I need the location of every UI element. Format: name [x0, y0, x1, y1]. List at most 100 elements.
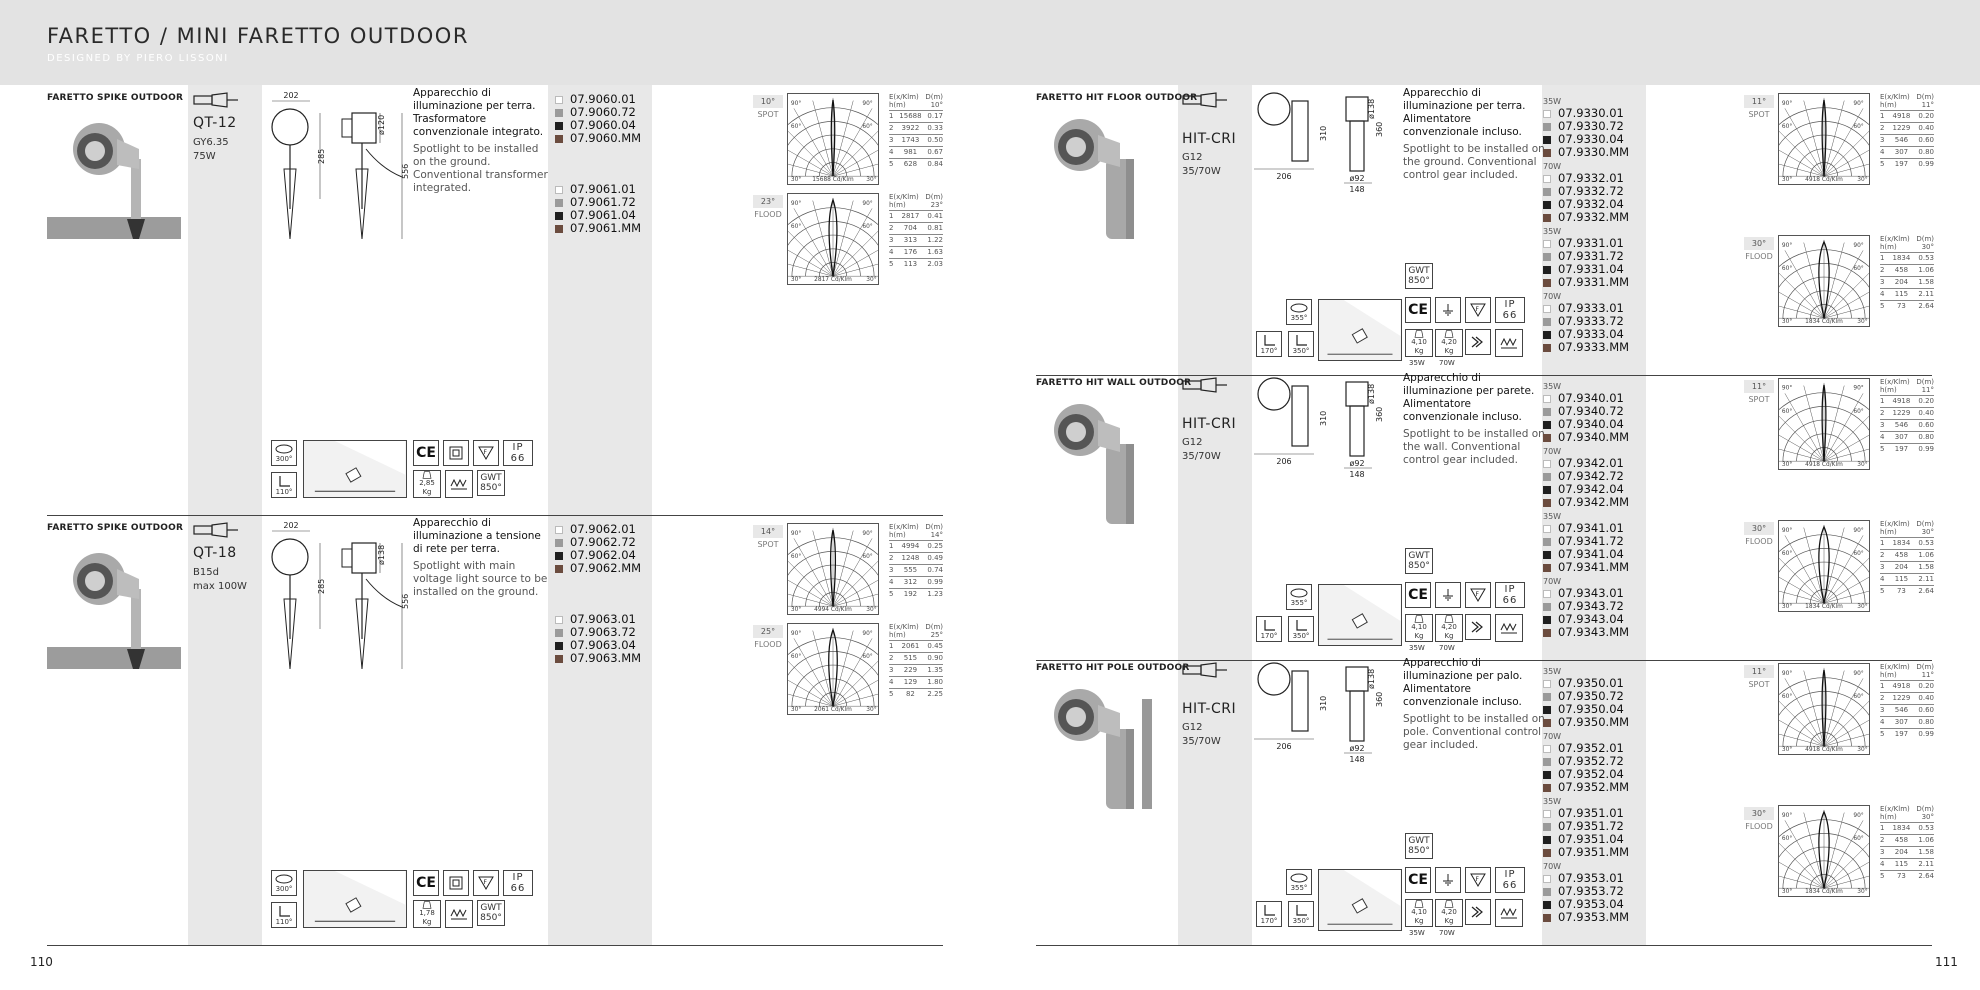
polar-diagram: 90°90°60°60°30°30°15688 Cd/Klm	[787, 93, 879, 185]
weight-wattage-label: 35W	[1409, 929, 1425, 937]
svg-text:90°: 90°	[862, 101, 872, 107]
product-name: FARETTO HIT POLE OUTDOOR	[1036, 663, 1190, 673]
finish-swatch	[1543, 628, 1551, 637]
lamp-column-bg-right	[1178, 85, 1252, 945]
svg-text:310: 310	[1319, 411, 1328, 426]
product-code: 07.9061.72	[555, 196, 641, 209]
svg-text:ø138: ø138	[1367, 384, 1376, 404]
finish-swatch	[1543, 394, 1551, 403]
beam-label: 23°FLOOD	[753, 195, 783, 219]
product-photo	[1054, 119, 1134, 239]
svg-text:1834 Cd/Klm: 1834 Cd/Klm	[1805, 604, 1843, 610]
svg-text:60°: 60°	[1782, 836, 1792, 842]
svg-text:30°: 30°	[1782, 462, 1792, 468]
svg-text:206: 206	[1276, 172, 1291, 181]
product-code: 07.9331.01	[1543, 237, 1629, 250]
product-code: 07.9063.04	[555, 639, 641, 652]
finish-swatch	[1543, 809, 1551, 818]
svg-text:30°: 30°	[791, 607, 801, 613]
product-code: 07.9330.04	[1543, 133, 1629, 146]
svg-text:60°: 60°	[791, 224, 801, 230]
weight-wattage-label: 70W	[1439, 644, 1455, 652]
svg-text:90°: 90°	[1782, 813, 1792, 819]
wattage-label: 35W	[1543, 97, 1562, 106]
beam-label: 30°FLOOD	[1744, 807, 1774, 831]
svg-text:90°: 90°	[1853, 813, 1863, 819]
product-code: 07.9062.01	[555, 523, 641, 536]
finish-swatch	[1543, 200, 1551, 209]
lamp-type-icon	[1182, 92, 1227, 108]
product-code: 07.9061.01	[555, 183, 641, 196]
svg-text:202: 202	[283, 91, 298, 100]
svg-text:90°: 90°	[862, 631, 872, 637]
product-code: 07.9060.72	[555, 106, 641, 119]
weight-icon: 4,20 Kg	[1435, 329, 1463, 357]
svg-text:F: F	[484, 879, 488, 886]
product-photo	[47, 123, 181, 239]
svg-text:30°: 30°	[1857, 747, 1867, 753]
svg-text:90°: 90°	[862, 201, 872, 207]
tilt-icon: 350°	[1288, 331, 1314, 357]
svg-text:F: F	[1476, 876, 1480, 883]
weight-icon: 1,78 Kg	[413, 900, 441, 928]
wattage-label: 35W	[1543, 227, 1562, 236]
finish-swatch	[555, 198, 563, 207]
lamp-type-icon	[1182, 662, 1227, 678]
svg-text:360: 360	[1375, 407, 1384, 422]
weight-wattage-label: 35W	[1409, 359, 1425, 367]
svg-text:30°: 30°	[866, 277, 876, 283]
product-code: 07.9342.04	[1543, 483, 1629, 496]
finish-swatch	[1543, 718, 1551, 727]
finish-swatch	[555, 615, 563, 624]
finish-swatch	[1543, 770, 1551, 779]
svg-text:60°: 60°	[791, 554, 801, 560]
ce-mark-icon: CE	[413, 870, 439, 896]
product-code: 07.9331.04	[1543, 263, 1629, 276]
svg-text:4918 Cd/Klm: 4918 Cd/Klm	[1805, 747, 1843, 753]
beam-label: 30°FLOOD	[1744, 522, 1774, 546]
svg-text:60°: 60°	[1853, 124, 1863, 130]
finish-swatch	[1543, 213, 1551, 222]
product-code: 07.9330.01	[1543, 107, 1629, 120]
product-description: Apparecchio di illuminazione per terra. …	[413, 87, 548, 194]
svg-text:60°: 60°	[862, 124, 872, 130]
svg-text:360: 360	[1375, 692, 1384, 707]
svg-text:2817 Cd/Klm: 2817 Cd/Klm	[814, 277, 852, 283]
finish-swatch	[1543, 602, 1551, 611]
wattage-label: 70W	[1543, 162, 1562, 171]
finish-swatch	[1543, 822, 1551, 831]
wattage-label: 70W	[1543, 862, 1562, 871]
product-code: 07.9341.01	[1543, 522, 1629, 535]
svg-text:148: 148	[1349, 755, 1364, 764]
svg-text:90°: 90°	[791, 531, 801, 537]
finish-swatch	[1543, 278, 1551, 287]
product-code: 07.9332.MM	[1543, 211, 1629, 224]
finish-swatch	[555, 108, 563, 117]
